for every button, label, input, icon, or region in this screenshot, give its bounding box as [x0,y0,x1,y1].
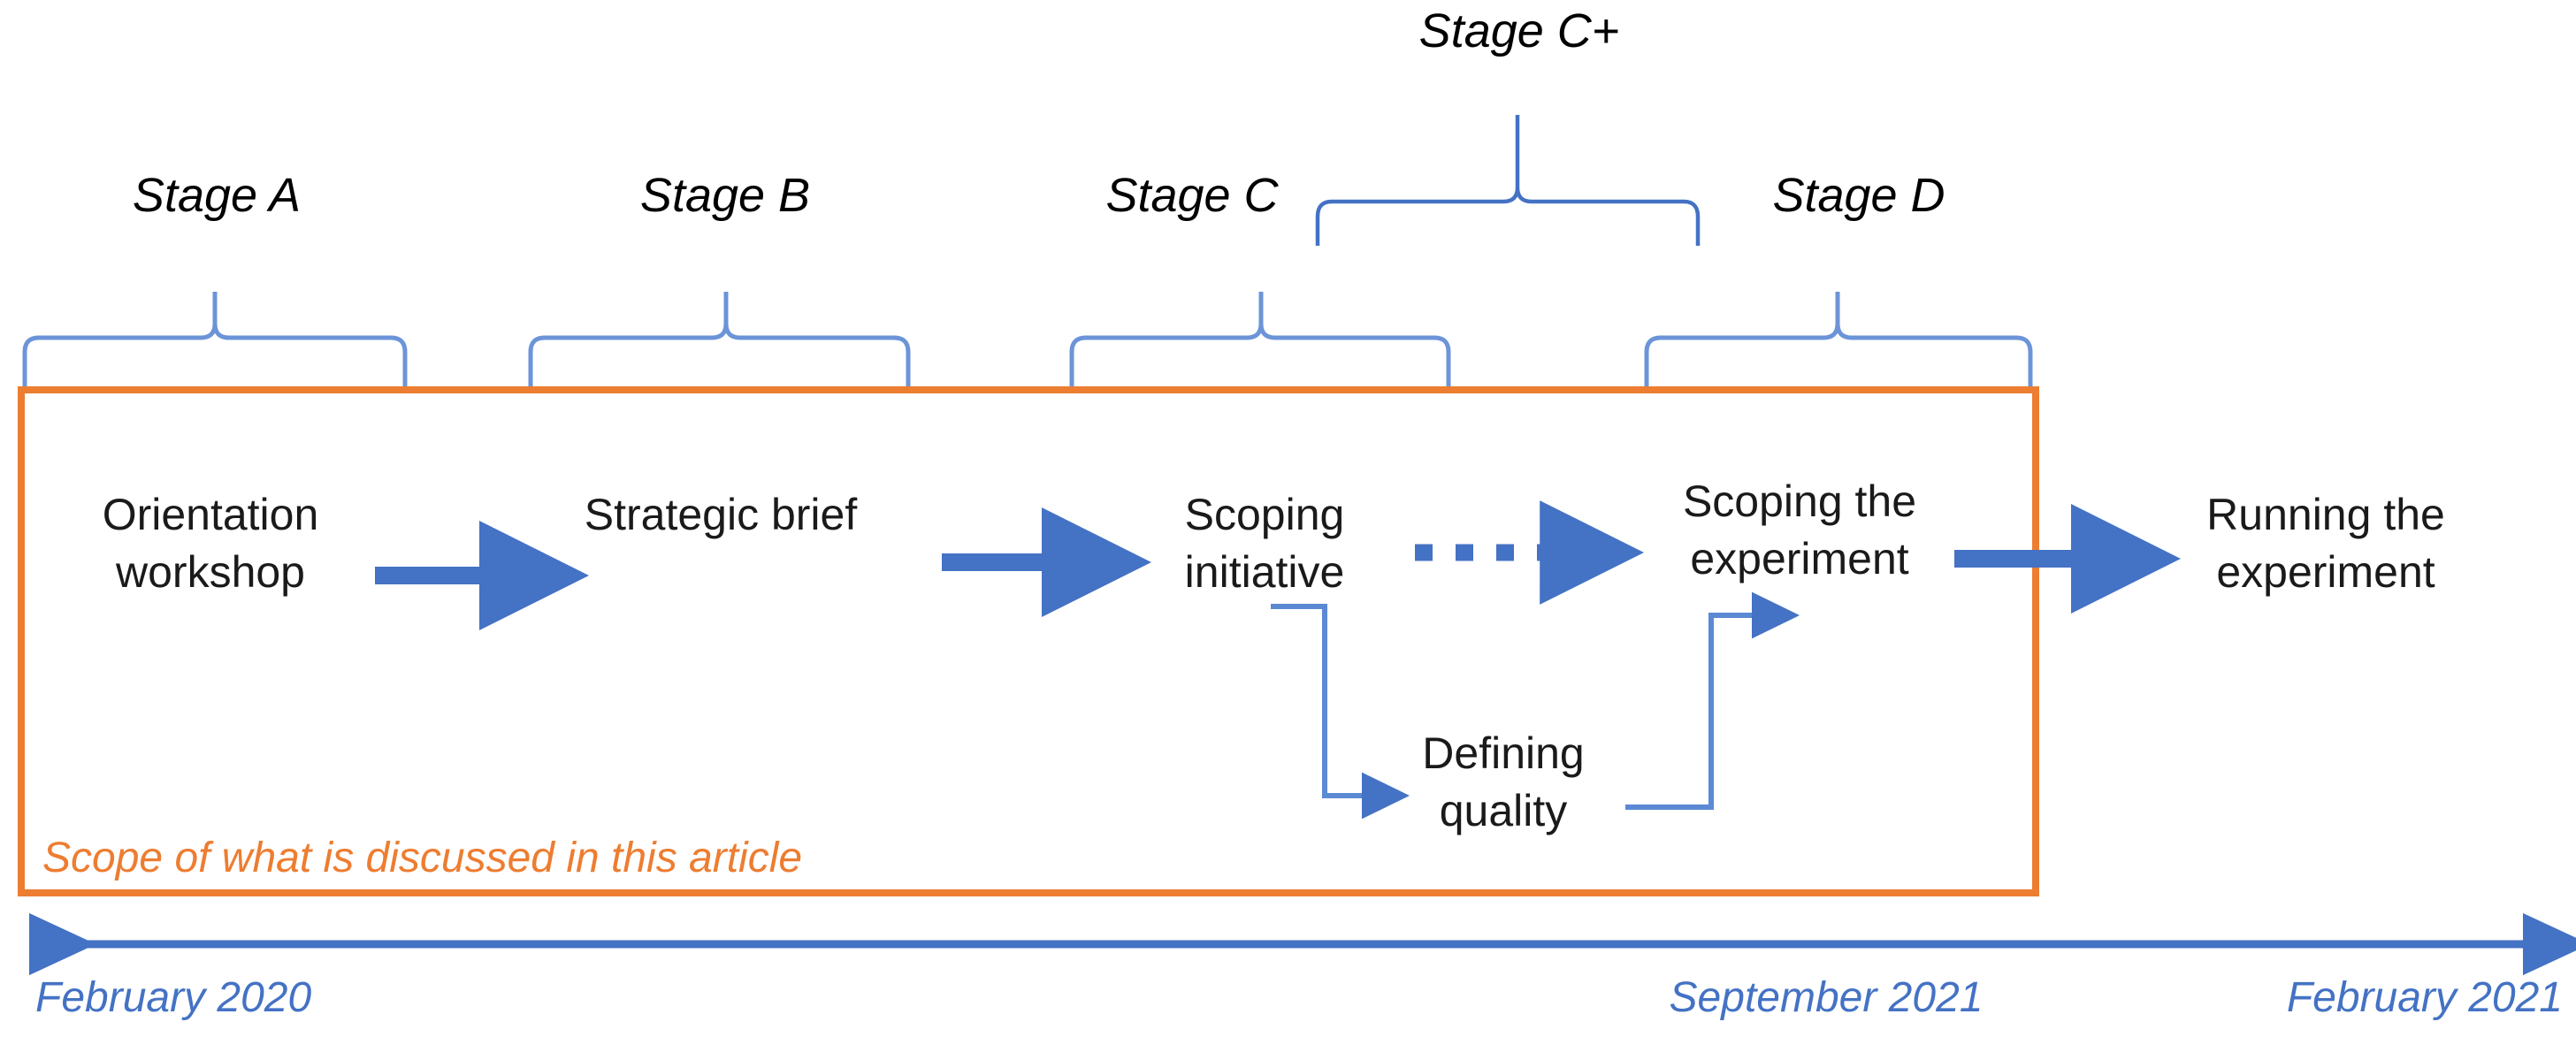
stage-c-brace [1069,292,1451,387]
timeline-label-start: February 2020 [35,974,312,1021]
stage-label-b: Stage B [639,169,811,222]
stage-a-brace [22,292,408,387]
stage-d-brace [1644,292,2033,387]
node-scoping-initiative: Scoping initiative [1184,490,1345,597]
arrow-scoping-initiative-to-defining-quality [1271,604,1410,820]
timeline-label-end: February 2021 [2286,974,2563,1021]
node-strategic-brief: Strategic brief [584,490,858,539]
stage-b-brace [528,292,911,387]
stage-label-a: Stage A [132,169,302,222]
node-scoping-the-experiment: Scoping the experiment [1682,477,1917,583]
node-defining-quality: Defining quality [1422,728,1585,835]
stage-c-plus-brace [1315,115,1701,246]
timeline-label-middle: September 2021 [1669,974,1984,1021]
node-orientation-workshop: Orientation workshop [102,490,319,597]
stage-label-d: Stage D [1772,169,1945,222]
stage-label-c: Stage C [1105,169,1279,222]
stage-label-c-plus: Stage C+ [1418,4,1620,57]
arrow-defining-quality-to-scoping-experiment [1625,591,1800,810]
node-running-the-experiment: Running the experiment [2206,490,2445,597]
scope-box-caption: Scope of what is discussed in this artic… [42,835,803,881]
scope-box-outline [18,386,2039,896]
